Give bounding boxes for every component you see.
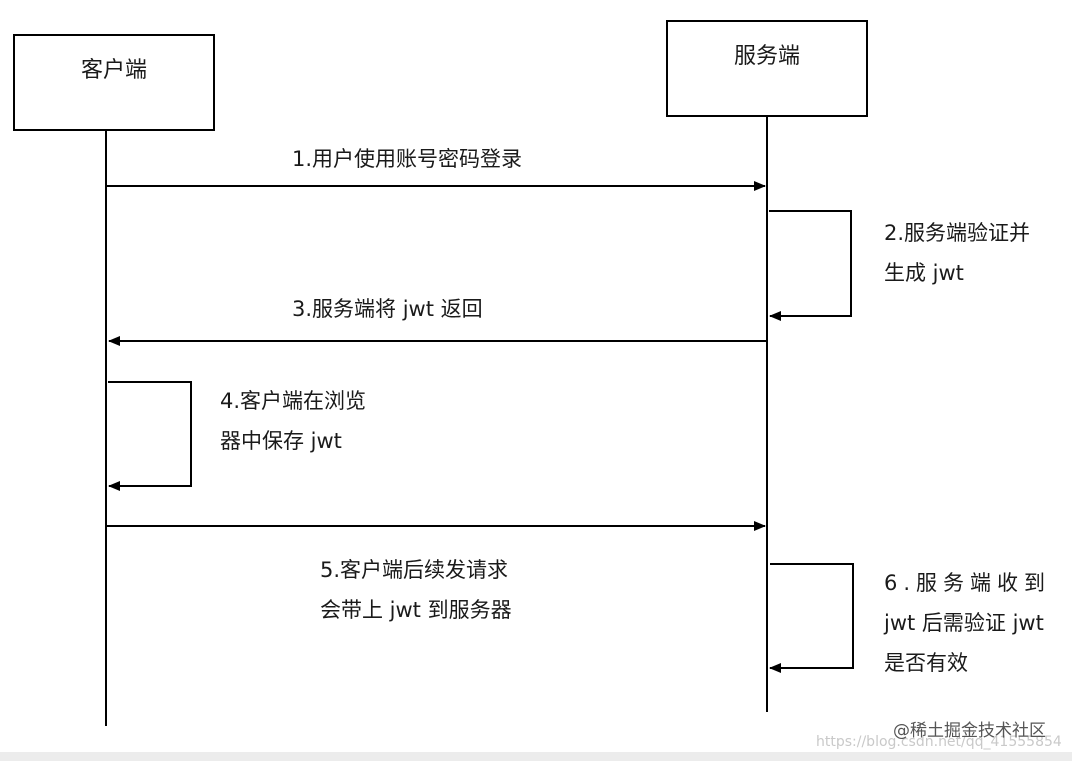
server-actor-label: 服务端 xyxy=(733,44,800,69)
step-2-line-2: 生成 jwt xyxy=(884,261,964,285)
step-3-text: 3.服务端将 jwt 返回 xyxy=(292,297,483,321)
bottom-scrollbar-strip xyxy=(0,752,1072,761)
step-3-label: 3.服务端将 jwt 返回 xyxy=(292,289,483,329)
step-4-line-1: 4.客户端在浏览 xyxy=(220,389,367,413)
step-4-label: 4.客户端在浏览 器中保存 jwt xyxy=(220,381,366,461)
step-5-label: 5.客户端后续发请求 会带上 jwt 到服务器 xyxy=(320,550,512,630)
watermark-brand: @稀土掘金技术社区 xyxy=(893,721,1046,741)
step-4-line-2: 器中保存 jwt xyxy=(220,429,342,453)
step-2-label: 2.服务端验证并 生成 jwt xyxy=(884,213,1030,293)
client-actor-box: 客户端 xyxy=(13,34,215,131)
step-6-line-1: 6.服务端收到 xyxy=(884,571,1052,595)
step-2-line-1: 2.服务端验证并 xyxy=(884,221,1031,245)
arrow-server-verify-self xyxy=(769,210,852,321)
client-actor-label: 客户端 xyxy=(80,58,147,83)
step-6-line-3: 是否有效 xyxy=(884,651,968,675)
step-1-text: 1.用户使用账号密码登录 xyxy=(292,147,523,171)
watermark-url: https://blog.csdn.net/qq_41555854 xyxy=(816,734,1062,750)
step-6-line-2: jwt 后需验证 jwt xyxy=(884,611,1044,635)
step-6-label: 6.服务端收到 jwt 后需验证 jwt 是否有效 xyxy=(884,563,1051,683)
arrow-client-store-self xyxy=(108,381,192,491)
step-1-label: 1.用户使用账号密码登录 xyxy=(292,139,522,179)
arrow-server-check-self xyxy=(769,563,854,673)
step-5-line-2: 会带上 jwt 到服务器 xyxy=(320,598,512,622)
step-5-line-1: 5.客户端后续发请求 xyxy=(320,558,509,582)
server-actor-box: 服务端 xyxy=(666,20,868,117)
